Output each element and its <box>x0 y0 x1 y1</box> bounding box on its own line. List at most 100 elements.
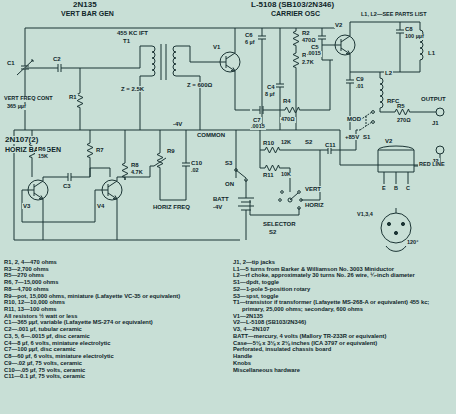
section-title: HORIZ BAR GEN <box>4 146 62 153</box>
parts-list-entry: R11, 13—100 ohms <box>4 306 222 313</box>
part-label: R9 <box>166 148 176 154</box>
part-label: .02 <box>190 168 200 174</box>
transistor-symbol <box>218 49 240 75</box>
part-label: 2.7K <box>301 60 315 66</box>
part-label: 100 µµf <box>404 34 425 40</box>
parts-list-entry: Handle <box>233 353 451 360</box>
part-label: R4 <box>282 98 292 104</box>
section-title: 2N135 <box>72 1 98 9</box>
section-title: L-5108 (SB103/2N346) <box>250 1 335 9</box>
parts-list-entry: T1—transistor if transformer (Lafayette … <box>233 299 451 312</box>
part-label: C6 <box>244 32 254 38</box>
part-label: VERT <box>304 186 322 192</box>
parts-list-entry: V2—L-5108 (SB103/2N346) <box>233 319 451 326</box>
part-label: R7 <box>95 147 105 153</box>
resistor-symbol <box>262 165 282 171</box>
part-label: C8 <box>404 26 414 32</box>
parts-list-entry: R9—pot, 15,000 ohms, miniature (Lafayett… <box>4 293 222 300</box>
section-title: VERT BAR GEN <box>60 10 115 17</box>
part-label: J1 <box>431 120 440 126</box>
part-label: R5 <box>396 103 406 109</box>
part-label: T1 <box>122 38 131 44</box>
part-label: BATT <box>212 196 230 202</box>
parts-list: J1, 2—tip jacksL1—5 turns from Barker & … <box>233 259 451 373</box>
part-label: 470Ω <box>280 117 296 123</box>
part-label: C3 <box>62 183 72 189</box>
parts-list-entry: R10, 12—10,000 ohms <box>4 299 222 306</box>
part-label: B <box>393 186 399 192</box>
part-label: .0015 <box>306 51 322 57</box>
resistor-symbol <box>293 50 299 70</box>
part-label: R2 <box>301 30 311 36</box>
part-label: 8 µf <box>264 92 276 98</box>
parts-list-entry: C8—60 µf, 6 volts, miniature electrolyti… <box>4 353 222 360</box>
part-label: 4.7K <box>130 170 144 176</box>
parts-list-entry: C1—365 µµf, variable (Lafayette MS-274 o… <box>4 319 222 326</box>
part-label: C2 <box>52 56 62 62</box>
parts-list-entry: S2—1-pole 5-position rotary <box>233 286 451 293</box>
part-label: Z = 2.5K <box>120 86 145 92</box>
part-label: C11 <box>324 142 337 148</box>
part-label: .0015 <box>250 124 266 130</box>
parts-list-entry: R5—270 ohms <box>4 272 222 279</box>
parts-list-entry: All resistors ½ watt or less <box>4 313 222 320</box>
transistor-symbol <box>26 177 48 203</box>
part-label: C1 <box>6 60 16 66</box>
capacitor-symbol <box>252 106 271 114</box>
resistor-symbol <box>293 28 299 48</box>
part-label: R10 <box>262 140 275 146</box>
part-label: RED LINE <box>418 162 446 168</box>
parts-list-entry: R3—2,700 ohms <box>4 266 222 273</box>
parts-list-entry: C11—0.1 µf, 75 volts, ceramic <box>4 373 222 380</box>
part-label: C9 <box>355 76 365 82</box>
part-label: L1 <box>427 50 436 56</box>
part-label: Z = 600Ω <box>186 82 213 88</box>
part-label: 15K <box>37 154 49 160</box>
part-label: COMMON <box>196 132 226 138</box>
part-label: ON <box>224 181 235 187</box>
parts-list-entry: C7—100 µµf, disc ceramic <box>4 346 222 353</box>
part-label: V1,3,4 <box>356 212 374 218</box>
capacitor-symbol <box>276 76 284 95</box>
parts-list-entry: C2—.001 µf, tubular ceramic <box>4 326 222 333</box>
part-label: C7 <box>252 117 262 123</box>
part-label: 120° <box>406 240 419 246</box>
parts-list-entry: L2—rf choke, approximately 30 turns No. … <box>233 272 451 279</box>
parts-list-entry: Knobs <box>233 360 451 367</box>
capacitor-symbol <box>258 28 266 47</box>
parts-list-entry: C3, 5, 6—.0015 µf, disc ceramic <box>4 333 222 340</box>
part-label: VERT FREQ CONT <box>3 96 54 102</box>
parts-list-entry: C10—.05 µf, 75 volts, ceramic <box>4 367 222 374</box>
part-label: 455 KC IFT <box>116 30 149 36</box>
parts-list-entry: V1—2N135 <box>233 313 451 320</box>
transistor-symbol <box>100 177 122 203</box>
part-label: SELECTOR <box>262 221 297 227</box>
resistor-symbol <box>77 90 83 110</box>
parts-list-entry: BATT—mercury, 4 volts (Mallory TR-233R o… <box>233 333 451 340</box>
part-label: .01 <box>355 84 365 90</box>
parts-list-entry: Perforated, insulated chassis board <box>233 346 451 353</box>
parts-list-entry: Case—5⅛ x 3⅛ x 2⅛ inches (ICA 3797 or eq… <box>233 340 451 347</box>
part-label: V4 <box>96 203 105 209</box>
part-label: C10 <box>190 160 203 166</box>
parts-list-entry: R6, 7—15,000 ohms <box>4 279 222 286</box>
part-label: 6 µf <box>244 40 256 46</box>
capacitor-symbol <box>182 155 190 174</box>
part-label: S2 <box>304 139 313 145</box>
parts-list: R1, 2, 4—470 ohmsR3—2,700 ohmsR5—270 ohm… <box>4 259 222 380</box>
capacitor-symbol <box>50 64 69 72</box>
part-label: R6 <box>37 146 47 152</box>
section-title: CARRIER OSC <box>270 10 321 17</box>
part-label: R1 <box>68 94 78 100</box>
part-label: V3 <box>22 203 31 209</box>
part-label: 12K <box>280 140 292 146</box>
part-label: C5 <box>310 44 320 50</box>
part-label: L1, L2—SEE PARTS LIST <box>360 12 428 18</box>
part-label: V1 <box>212 44 221 50</box>
wiring <box>14 22 444 251</box>
parts-list-entry: J1, 2—tip jacks <box>233 259 451 266</box>
part-label: HORIZ <box>304 202 325 208</box>
part-label: S3 <box>224 160 233 166</box>
part-label: C4 <box>266 84 276 90</box>
part-label: V2 <box>334 22 343 28</box>
